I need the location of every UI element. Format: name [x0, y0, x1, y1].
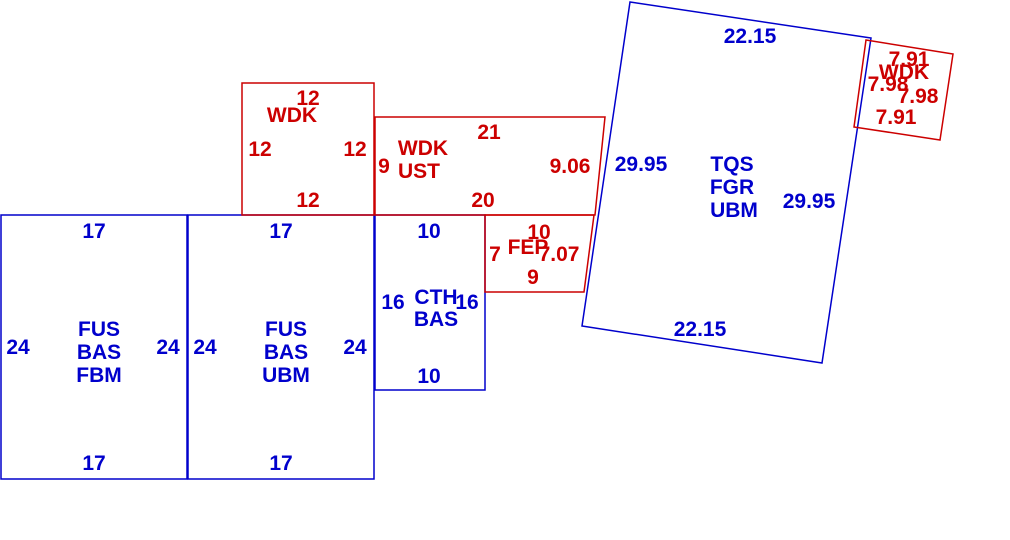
- piece-tqs-left-dim: 29.95: [615, 153, 668, 176]
- piece-fus-ubm-bottom-dim: 17: [269, 452, 292, 475]
- piece-wdk-small-left-dim: 7.98: [868, 73, 909, 96]
- piece-cth-top-dim: 10: [417, 220, 440, 243]
- piece-cth: 10 10 16 16 CTH BAS: [374, 214, 486, 391]
- piece-fep-top-dim: 10: [527, 221, 550, 244]
- piece-wdk-square-bottom-dim: 12: [296, 189, 319, 212]
- piece-fus-fbm-bottom-dim: 17: [82, 452, 105, 475]
- piece-fus-ubm-code-1: FUS: [265, 318, 307, 341]
- piece-wdk-small: 7.91 7.91 7.98 7.98 WDK: [853, 39, 954, 141]
- piece-cth-bottom-dim: 10: [417, 365, 440, 388]
- piece-wdk-ust-outline: [374, 116, 606, 216]
- piece-fus-fbm: 17 17 24 24 FUS BAS FBM: [0, 214, 188, 480]
- piece-tqs-bottom-dim: 22.15: [674, 318, 727, 341]
- piece-wdk-square-left-dim: 12: [248, 138, 271, 161]
- piece-wdk-small-outline: [853, 39, 954, 141]
- piece-wdk-ust: 21 20 9 9.06 WDK UST: [374, 116, 606, 216]
- piece-wdk-ust-left-dim: 9: [378, 155, 390, 178]
- piece-tqs-right-dim: 29.95: [783, 190, 836, 213]
- piece-fus-fbm-left-dim: 24: [6, 336, 30, 359]
- piece-fep-bottom-dim: 9: [527, 266, 539, 289]
- piece-fep-left-dim: 7: [489, 243, 501, 266]
- piece-fus-ubm-top-dim: 17: [269, 220, 292, 243]
- piece-cth-code-1: CTH: [414, 286, 457, 309]
- piece-wdk-ust-code-1: WDK: [398, 137, 448, 160]
- piece-wdk-small-right-dim: 7.98: [898, 85, 939, 108]
- piece-tqs-top-dim: 22.15: [724, 25, 777, 48]
- piece-wdk-ust-code-2: UST: [398, 160, 440, 183]
- piece-fep-right-dim: 7.07: [539, 243, 580, 266]
- piece-tqs-code-3: UBM: [710, 199, 758, 222]
- piece-tqs: 22.15 22.15 29.95 29.95 TQS FGR UBM: [581, 1, 872, 364]
- piece-tqs-code-1: TQS: [710, 153, 753, 176]
- piece-fus-fbm-code-3: FBM: [76, 364, 122, 387]
- piece-fus-ubm-right-dim: 24: [343, 336, 367, 359]
- piece-wdk-ust-bottom-dim: 20: [471, 189, 494, 212]
- piece-fus-ubm-code-2: BAS: [264, 341, 308, 364]
- piece-wdk-square-right-dim: 12: [343, 138, 366, 161]
- piece-cth-code-2: BAS: [414, 308, 458, 331]
- piece-fus-fbm-code-2: BAS: [77, 341, 121, 364]
- piece-cth-left-dim: 16: [381, 291, 404, 314]
- piece-fus-fbm-top-dim: 17: [82, 220, 105, 243]
- piece-tqs-code-2: FGR: [710, 176, 754, 199]
- piece-wdk-square-code-1: WDK: [267, 104, 317, 127]
- piece-wdk-square-outline: [241, 82, 375, 216]
- piece-fus-fbm-right-dim: 24: [156, 336, 180, 359]
- piece-fus-fbm-code-1: FUS: [78, 318, 120, 341]
- piece-wdk-square: 12 12 12 12 WDK: [241, 82, 375, 216]
- piece-wdk-small-top-dim: 7.91: [889, 48, 930, 71]
- piece-wdk-ust-right-dim: 9.06: [550, 155, 591, 178]
- piece-fus-ubm-left-dim: 24: [193, 336, 217, 359]
- piece-fep: 10 9 7 7.07 FEP: [484, 214, 595, 293]
- piece-fus-ubm-code-3: UBM: [262, 364, 310, 387]
- piece-tqs-outline: [581, 1, 872, 364]
- piece-wdk-square-top-dim: 12: [296, 87, 319, 110]
- piece-wdk-ust-top-dim: 21: [477, 121, 501, 144]
- piece-cth-right-dim: 16: [455, 291, 478, 314]
- piece-wdk-small-code-1: WDK: [879, 61, 929, 84]
- piece-fus-fbm-outline: [0, 214, 188, 480]
- piece-wdk-small-bottom-dim: 7.91: [876, 106, 917, 129]
- piece-fus-ubm: 17 17 24 24 FUS BAS UBM: [187, 214, 375, 480]
- piece-fep-code-1: FEP: [508, 236, 549, 259]
- piece-fep-outline: [484, 214, 595, 293]
